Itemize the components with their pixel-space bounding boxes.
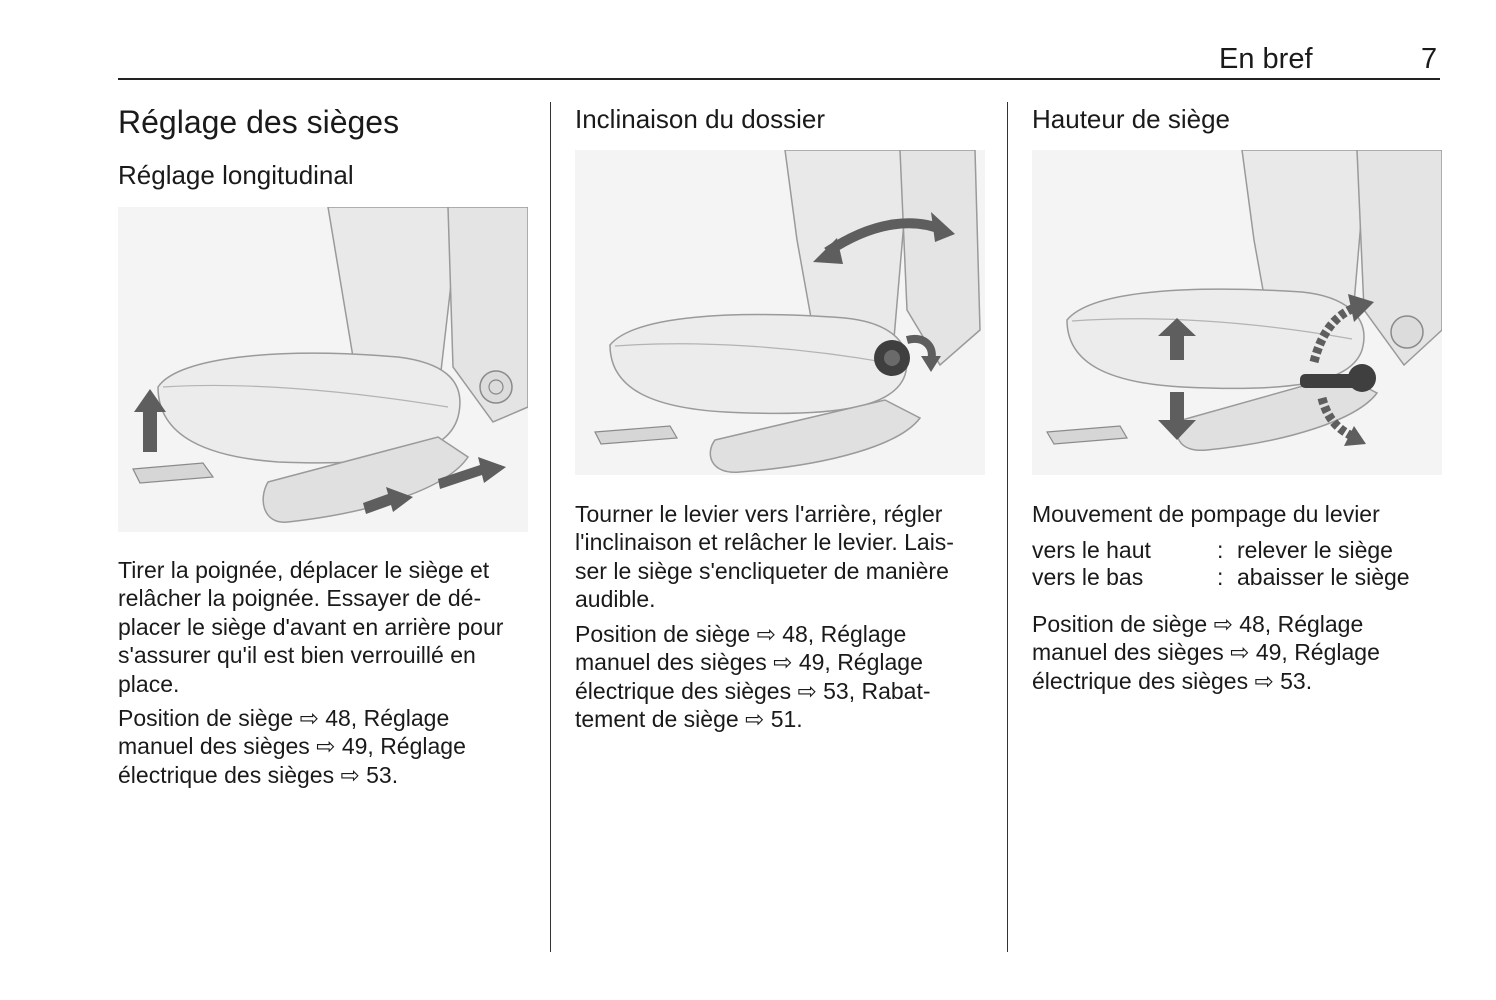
seat-height-adjustment-illustration [1032, 150, 1442, 475]
instruction-paragraph: Tourner le levier vers l'arrière, régler… [575, 501, 954, 613]
cross-reference-paragraph: Position de siège ⇨ 48, Réglage manuel d… [575, 621, 931, 733]
cross-reference-paragraph: Position de siège ⇨ 48, Réglage manuel d… [118, 705, 466, 788]
subsection-title: Inclinaison du dossier [575, 104, 826, 134]
column-divider [1007, 102, 1008, 952]
seat-backrest-recline-illustration [575, 150, 985, 475]
running-title: En bref [1219, 43, 1313, 75]
subsection-title: Hauteur de siège [1032, 104, 1231, 134]
column-divider [550, 102, 551, 952]
section-title: Réglage des sièges [118, 104, 400, 140]
header-rule [118, 78, 1440, 80]
cross-reference-paragraph: Position de siège ⇨ 48, Réglage manuel d… [1032, 611, 1380, 694]
instruction-paragraph: Tirer la poignée, déplacer le siège et r… [118, 557, 504, 697]
instruction-paragraph: Mouvement de pompage du levier [1032, 501, 1380, 527]
subsection-title: Réglage longitudinal [118, 160, 354, 190]
page-number: 7 [1421, 43, 1438, 75]
seat-longitudinal-adjustment-illustration [118, 207, 528, 532]
